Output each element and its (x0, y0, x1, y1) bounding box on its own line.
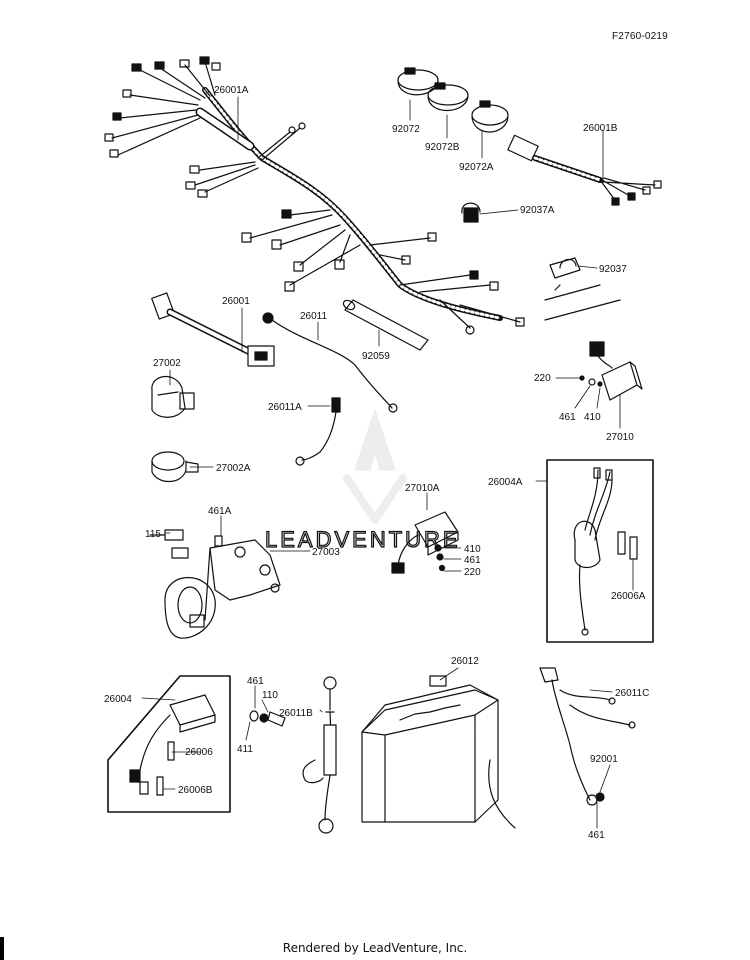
label-220b: 220 (464, 567, 481, 578)
label-26004A: 26004A (488, 477, 523, 488)
label-26001B: 26001B (583, 123, 618, 134)
lead-26011A (295, 397, 341, 466)
figure-id: F2760-0219 (612, 31, 668, 42)
part-labels: 26001A 92072 92072B 92072A 26001B 92037A… (104, 85, 649, 841)
label-410a: 410 (584, 412, 601, 423)
main-harness-26001A (104, 56, 525, 335)
label-110: 110 (262, 690, 278, 701)
label-26004: 26004 (104, 694, 132, 705)
label-26006: 26006 (185, 747, 213, 758)
label-92001: 92001 (590, 754, 618, 765)
sub-harness-26001B (507, 134, 662, 206)
label-220a: 220 (534, 373, 551, 384)
label-115: 115 (145, 529, 161, 540)
label-27002A: 27002A (216, 463, 251, 474)
label-92072A: 92072A (459, 162, 494, 173)
clamp-92037A (461, 202, 481, 223)
label-27002: 27002 (153, 358, 181, 369)
clamp-92072A (471, 100, 509, 133)
label-26011A: 26011A (268, 402, 302, 413)
watermark-logo (343, 409, 407, 524)
cable-26011C (539, 667, 636, 806)
label-26011B: 26011B (279, 708, 313, 719)
label-92059: 92059 (362, 351, 390, 362)
horn-27002 (151, 376, 195, 418)
footer-credit: Rendered by LeadVenture, Inc. (282, 941, 468, 955)
edge-marker (0, 937, 4, 960)
clamp-92072 (397, 67, 439, 96)
leader-lines (141, 96, 634, 829)
watermark-text: LEADVENTURE (265, 527, 461, 552)
tube-92059 (342, 299, 429, 351)
label-26006A: 26006A (611, 591, 646, 602)
label-27003: 27003 (312, 547, 340, 558)
harness-26001 (151, 292, 275, 367)
label-461d: 461 (588, 830, 605, 841)
label-27010A: 27010A (405, 483, 440, 494)
regulator-27010 (579, 341, 643, 401)
bracket-92037 (544, 257, 621, 321)
label-27010: 27010 (606, 432, 634, 443)
horn-bracket-27003 (149, 529, 281, 639)
label-92072: 92072 (392, 124, 420, 135)
cable-26011B (302, 676, 337, 834)
fasteners-461-110-411 (249, 710, 286, 727)
ignitor-box-26004A (546, 459, 654, 643)
label-26011C: 26011C (615, 688, 649, 699)
label-26012: 26012 (451, 656, 479, 667)
label-410b: 410 (464, 544, 481, 555)
label-411: 411 (237, 744, 253, 755)
label-26006B: 26006B (178, 785, 213, 796)
clamp-92072B (427, 82, 469, 112)
label-26011: 26011 (300, 311, 328, 322)
horn-27002A (151, 451, 199, 483)
lead-26011 (262, 312, 398, 413)
label-92037: 92037 (599, 264, 627, 275)
battery-26012 (361, 675, 516, 829)
ignitor-box-26004 (107, 675, 231, 813)
label-26001A: 26001A (214, 85, 249, 96)
label-26001: 26001 (222, 296, 250, 307)
label-461c: 461 (247, 676, 264, 687)
label-92037A: 92037A (520, 205, 555, 216)
label-461a: 461 (559, 412, 576, 423)
label-92072B: 92072B (425, 142, 460, 153)
relay-27010A (391, 511, 459, 574)
label-461A: 461A (208, 506, 232, 517)
label-461b: 461 (464, 555, 481, 566)
